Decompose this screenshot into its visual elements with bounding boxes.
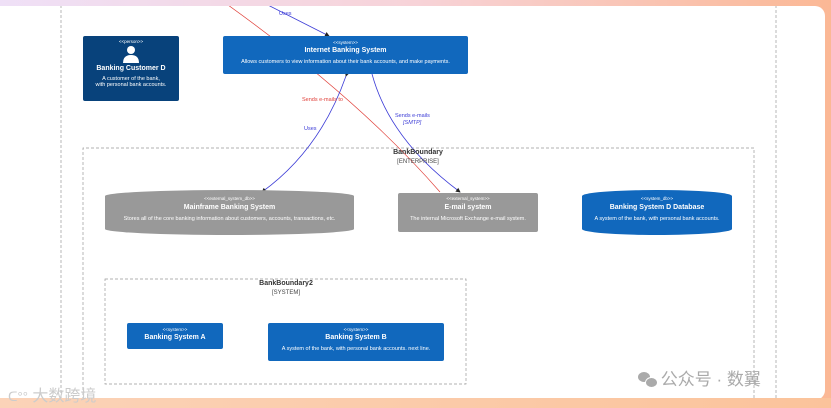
bank-boundary-type: [ENTERPRISE] bbox=[397, 159, 439, 165]
uses-top-arrow bbox=[268, 6, 330, 37]
sends-emails-to-label: Sends e-mails to bbox=[302, 97, 343, 103]
person-description-1: A customer of the bank, bbox=[102, 76, 160, 82]
database-description: A system of the bank, with personal bank… bbox=[594, 216, 720, 222]
database-stereotype: <<system_db>> bbox=[640, 196, 674, 201]
bank-boundary2-type: [SYSTEM] bbox=[271, 290, 300, 296]
system-a-name: Banking System A bbox=[144, 334, 206, 341]
mainframe-description: Stores all of the core banking informati… bbox=[123, 216, 336, 222]
system-b-name: Banking System B bbox=[325, 334, 387, 341]
system-b-stereotype: <<system>> bbox=[343, 327, 369, 332]
bank-boundary2-name: BankBoundary2 bbox=[259, 280, 313, 287]
uses-top-label: Uses bbox=[279, 11, 292, 17]
bank-boundary-frame bbox=[82, 147, 755, 400]
sends-emails-label: Sends e-mails bbox=[395, 113, 430, 119]
watermark-left-text: 大数跨境 bbox=[32, 388, 97, 405]
email-description: The internal Microsoft Exchange e-mail s… bbox=[410, 216, 526, 222]
person-banking-customer-d[interactable]: <<person>> Banking Customer D A customer… bbox=[83, 36, 179, 101]
email-name: E-mail system bbox=[444, 204, 492, 211]
person-name: Banking Customer D bbox=[96, 65, 166, 72]
banking-system-d-database[interactable]: <<system_db>> Banking System D Database … bbox=[582, 190, 732, 235]
mainframe-name: Mainframe Banking System bbox=[183, 204, 276, 211]
system-a-stereotype: <<system>> bbox=[162, 327, 188, 332]
bank-boundary-name: BankBoundary bbox=[393, 149, 443, 156]
system-b-description: A system of the bank, with personal bank… bbox=[281, 346, 431, 352]
watermark-left: ᑕ°° 大数跨境 bbox=[8, 382, 96, 406]
watermark-right-text: 公众号 · 数翼 bbox=[660, 370, 761, 389]
person-icon bbox=[123, 46, 139, 63]
person-stereotype: <<person>> bbox=[118, 39, 144, 44]
database-name: Banking System D Database bbox=[609, 204, 705, 211]
banking-system-b[interactable]: <<system>> Banking System B A system of … bbox=[268, 323, 444, 361]
logo-icon: ᑕ°° bbox=[8, 389, 28, 404]
smtp-label: [SMTP] bbox=[403, 120, 422, 126]
connectors bbox=[60, 6, 777, 400]
watermark-right: 公众号 · 数翼 bbox=[638, 365, 761, 390]
ibs-name: Internet Banking System bbox=[304, 47, 387, 54]
uses-mainframe-arrow bbox=[261, 71, 350, 193]
banking-system-a[interactable]: <<system>> Banking System A bbox=[127, 323, 223, 349]
ibs-description: Allows customers to view information abo… bbox=[241, 59, 450, 65]
email-stereotype: <<external_system>> bbox=[446, 196, 490, 201]
email-system[interactable]: <<external_system>> E-mail system The in… bbox=[398, 193, 538, 232]
bank-boundary2-frame bbox=[104, 278, 467, 385]
wechat-icon bbox=[638, 372, 658, 388]
internet-banking-system[interactable]: <<system>> Internet Banking System Allow… bbox=[223, 36, 468, 74]
ibs-stereotype: <<system>> bbox=[333, 40, 358, 45]
mainframe-stereotype: <<external_system_db>> bbox=[204, 196, 255, 201]
person-description-2: with personal bank accounts. bbox=[95, 82, 167, 88]
uses-mainframe-label: Uses bbox=[304, 126, 317, 132]
mainframe-banking-system[interactable]: <<external_system_db>> Mainframe Banking… bbox=[105, 190, 354, 235]
frame-bottom-border bbox=[0, 398, 831, 408]
sends-emails-arrow bbox=[371, 73, 461, 193]
